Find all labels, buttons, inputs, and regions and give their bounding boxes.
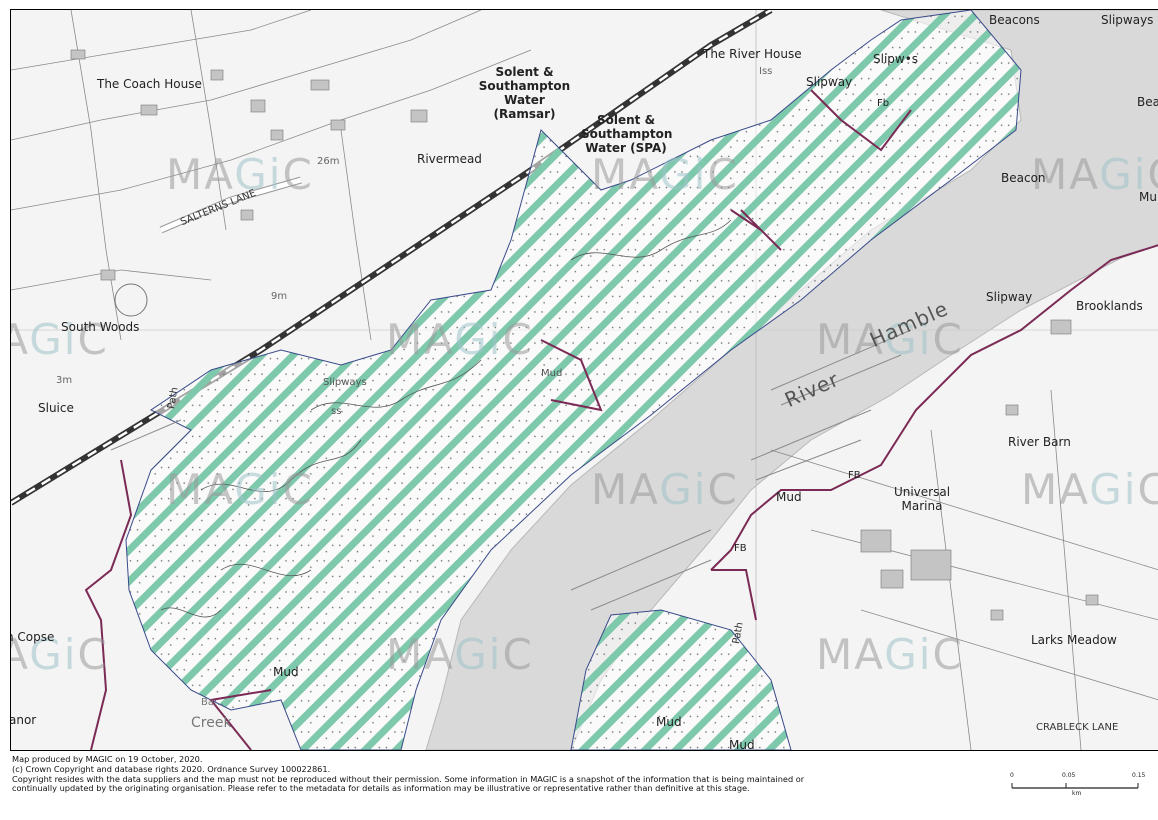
label-mud-low: Mud: [273, 665, 299, 679]
watermark-magic-5: MAGiC: [386, 315, 534, 364]
watermark-magic-11: MAGiC: [386, 630, 534, 679]
label-height-3m: 3m: [56, 375, 73, 386]
label-rivermead: Rivermead: [417, 152, 482, 166]
label-creek: Creek: [191, 715, 232, 731]
label-slipway-right: Slipway: [986, 290, 1033, 304]
watermark-magic-4: MAGiC: [11, 315, 109, 364]
designated-area-south: [570, 609, 792, 750]
scale-tick-label: 0.05: [1062, 772, 1076, 779]
label-river-barn: River Barn: [1008, 435, 1071, 449]
label-mu-right: Mu: [1139, 190, 1157, 204]
footer-disclaimer-line-2: continually updated by the originating o…: [12, 783, 750, 793]
watermark-magic-7: MAGiC: [166, 465, 314, 514]
label-height-9m: 9m: [271, 291, 288, 302]
label-solent-spa: Solent & Southampton Water (SPA): [581, 113, 673, 155]
label-slipway-a: Slipway: [806, 75, 853, 89]
label-universal-marina: Universal Marina: [893, 485, 951, 513]
label-mud-mid: Mud: [541, 368, 563, 379]
label-mud-bottom: Mud: [656, 715, 682, 729]
label-fb-low: FB: [734, 543, 747, 554]
scale-tick-label: 0: [1010, 772, 1014, 779]
footer-produced-line: Map produced by MAGIC on 19 October, 202…: [12, 754, 203, 764]
label-bea: Bea: [1137, 95, 1158, 109]
label-bursledon: Ba...: [201, 697, 224, 708]
label-crableck-lane: CRABLECK LANE: [1036, 722, 1119, 733]
label-slipways-top: Slipways: [1101, 13, 1154, 27]
label-slipways-mid: Slipways: [323, 377, 367, 388]
scale-bar: 0 0.05 0.15 km: [1010, 772, 1150, 802]
watermark-magic-6: MAGiC: [816, 315, 964, 364]
designated-area-north: [125, 10, 1022, 750]
label-slipways-a: Slipw•s: [873, 52, 919, 66]
scale-tick-label: 0.15: [1132, 772, 1146, 779]
scale-bar-graphic: [1011, 783, 1139, 789]
label-iss: Iss: [759, 66, 773, 77]
label-coach-house: The Coach House: [97, 77, 202, 91]
map-base-layer: [11, 10, 1158, 750]
label-fb-mid: FB: [848, 470, 861, 481]
label-beacons: Beacons: [989, 13, 1040, 27]
watermark-magic-8: MAGiC: [591, 465, 739, 514]
watermark-magic-2: MAGiC: [591, 150, 739, 199]
watermark-magic-10: MAGiC: [11, 630, 109, 679]
label-mud-marina: Mud: [776, 490, 802, 504]
map-canvas[interactable]: MAGiC MAGiC MAGiC MAGiC MAGiC MAGiC MAGi…: [10, 9, 1158, 751]
label-south-woods: South Woods: [61, 320, 140, 334]
label-larks-meadow: Larks Meadow: [1031, 633, 1117, 647]
label-mud-bottom-2: Mud: [729, 738, 755, 751]
watermark-magic-9: MAGiC: [1021, 465, 1158, 514]
label-brooklands: Brooklands: [1076, 299, 1143, 313]
label-beacon: Beacon: [1001, 171, 1046, 185]
watermark-magic-12: MAGiC: [816, 630, 964, 679]
label-solent-ramsar: Solent & Southampton Water (Ramsar): [478, 65, 571, 121]
label-river-house: The River House: [703, 47, 802, 61]
footer-copyright-line: (c) Crown Copyright and database rights …: [12, 764, 331, 774]
label-height-26m: 26m: [317, 156, 340, 167]
scale-unit-label: km: [1072, 790, 1082, 797]
label-sluice: Sluice: [38, 401, 74, 415]
map-footer: Map produced by MAGIC on 19 October, 202…: [10, 752, 1158, 818]
footer-disclaimer-line-1: Copyright resides with the data supplier…: [12, 774, 805, 784]
label-ss: ss: [331, 406, 342, 417]
label-fb-top: Fb: [877, 98, 890, 109]
label-copse: n Copse: [10, 630, 55, 644]
watermark-magic-1: MAGiC: [166, 150, 314, 199]
label-manor: anor: [10, 713, 37, 727]
watermark-magic-3: MAGiC: [1031, 150, 1158, 199]
